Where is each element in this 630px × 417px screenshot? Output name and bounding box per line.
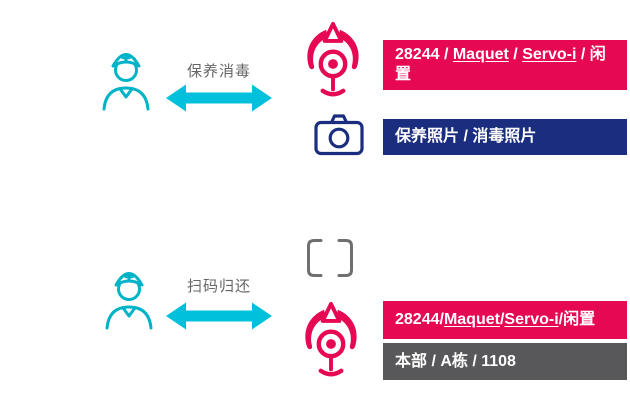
separator: / [508,46,523,63]
device-id: 28244 [395,311,440,328]
flow-caption: 保养消毒 [186,63,251,80]
device-info-badge: 28244 / Maquet / Servo-i / 闲置 [383,301,627,339]
nurse-icon [98,44,154,112]
device-status: 闲置 [563,311,596,328]
ventilator-icon [297,298,365,386]
device-id: 28244 [395,46,440,63]
camera-icon [314,112,364,158]
separator: / [439,311,444,328]
location-badge: 本部 / A栋 / 1108 [383,343,627,380]
device-model: Servo-i [522,46,577,63]
device-status: 闲置 [395,46,606,83]
photos-badge: 保养照片 / 消毒照片 [383,119,627,155]
device-brand: Maquet [443,311,500,328]
double-headed-arrow-icon [166,84,272,112]
flow-caption: 扫码归还 [186,278,251,295]
separator: / [439,46,453,63]
separator: / [576,46,590,63]
scan-frame-icon [305,238,355,278]
separator: / [558,311,564,328]
device-model: Servo-i [504,311,559,328]
separator: / [499,311,505,328]
double-headed-arrow-icon [166,302,272,330]
ventilator-icon [299,18,367,106]
device-brand: Maquet [452,46,509,63]
nurse-icon [101,263,157,331]
device-info-badge: 28244 / Maquet / Servo-i / 闲置 [383,40,627,90]
